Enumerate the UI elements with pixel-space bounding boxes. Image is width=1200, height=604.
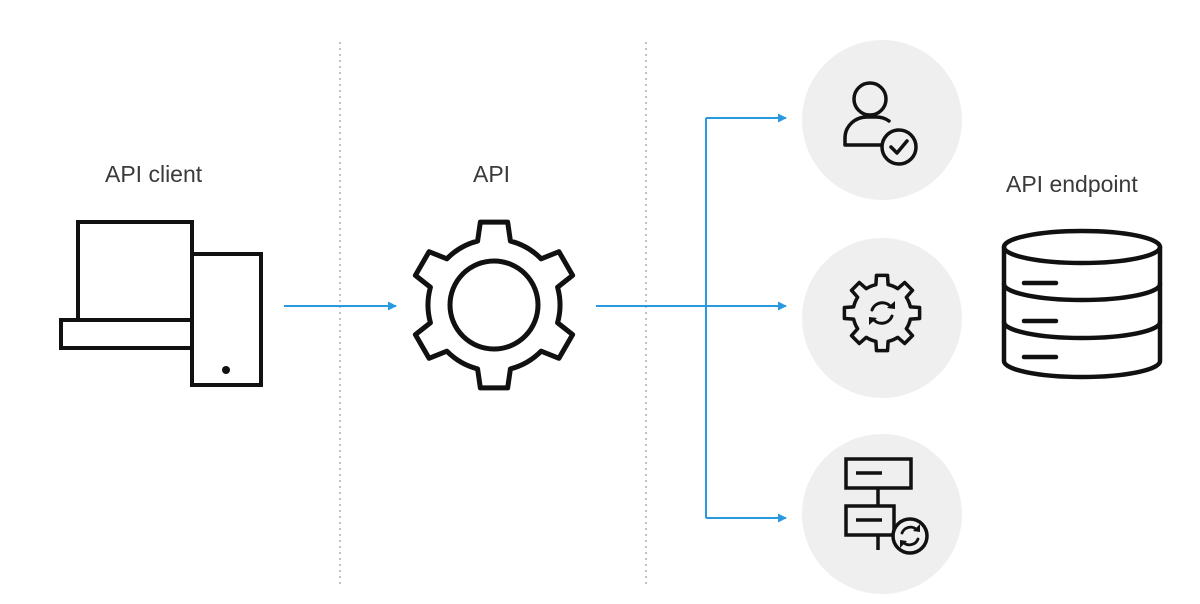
flow-sync-icon xyxy=(844,457,929,555)
label-api-endpoint: API endpoint xyxy=(1006,171,1138,197)
label-api: API xyxy=(473,161,511,187)
service-circle-user xyxy=(802,40,962,200)
service-circle-flow xyxy=(802,434,962,594)
database-icon xyxy=(1001,228,1163,380)
laptop-phone-icon xyxy=(59,220,263,387)
gear-sync-icon xyxy=(842,273,922,353)
user-check-icon xyxy=(843,81,918,166)
label-api-client: API client xyxy=(105,161,203,187)
service-circle-gear xyxy=(802,238,962,398)
gear-icon xyxy=(412,219,576,391)
arrows xyxy=(284,113,787,523)
